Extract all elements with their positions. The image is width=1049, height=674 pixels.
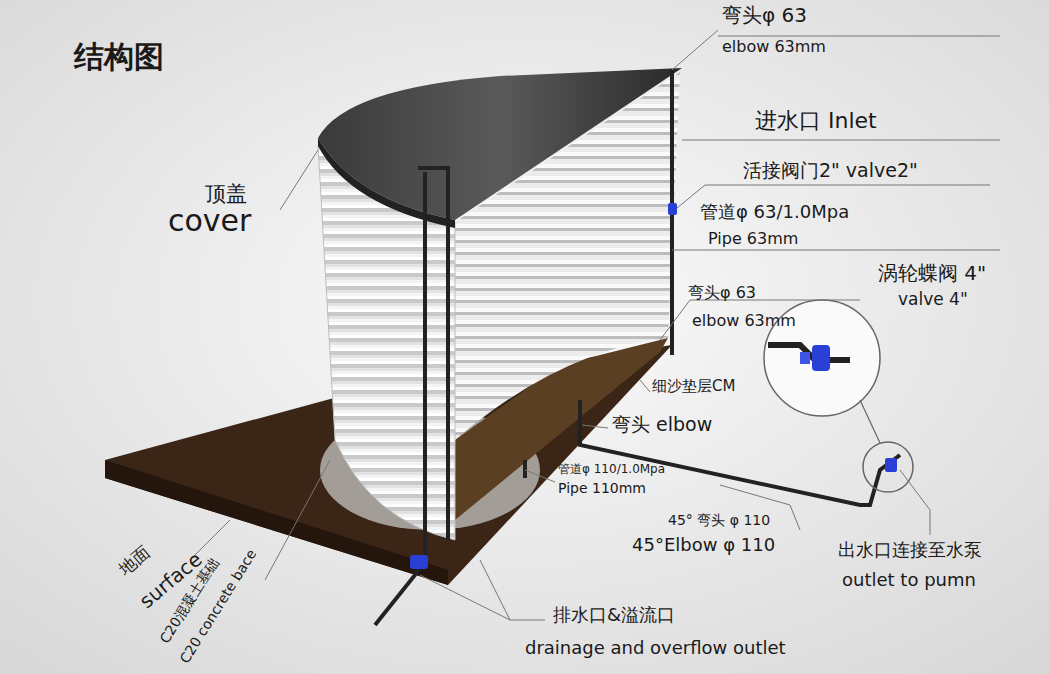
part-label: outlet to pumn [842, 570, 976, 591]
part-label: 管道φ 63/1.0Mpa [700, 202, 849, 223]
part-label: 细沙垫层CM [652, 378, 735, 395]
part-label: valve 4" [898, 290, 968, 310]
part-label: 45°Elbow φ 110 [632, 535, 775, 556]
pipes [375, 70, 900, 625]
part-label: 进水口 Inlet [755, 108, 877, 133]
part-label: elbow 63mm [692, 312, 796, 330]
part-label: elbow 63mm [722, 38, 826, 56]
part-label: 弯头 elbow [612, 414, 712, 436]
leader-lines [190, 30, 1000, 620]
part-label: 管道φ 110/1.0Mpa [558, 463, 665, 477]
part-label: 出水口连接至水泵 [838, 540, 982, 561]
part-label: 活接阀门2" valve2" [743, 160, 918, 182]
valves [410, 203, 897, 569]
part-label: drainage and overflow outlet [525, 638, 786, 659]
inset-marker [863, 442, 913, 492]
part-label: Pipe 63mm [708, 230, 798, 248]
part-label: Pipe 110mm [558, 480, 646, 496]
part-label: 45° 弯头 φ 110 [668, 512, 770, 528]
inset-link [860, 400, 880, 443]
part-label: 排水口&溢流口 [553, 605, 675, 626]
part-label: 弯头φ 63 [688, 284, 756, 302]
cover-edge [318, 138, 455, 228]
inset-valve [812, 345, 830, 371]
part-label: 弯头φ 63 [722, 4, 807, 27]
part-label: cover [168, 204, 251, 239]
part-label: 顶盖 [205, 182, 247, 206]
diagram-title: 结构图 [74, 40, 164, 75]
part-label: 涡轮蝶阀 4" [878, 262, 986, 285]
inset-valve [800, 352, 810, 364]
